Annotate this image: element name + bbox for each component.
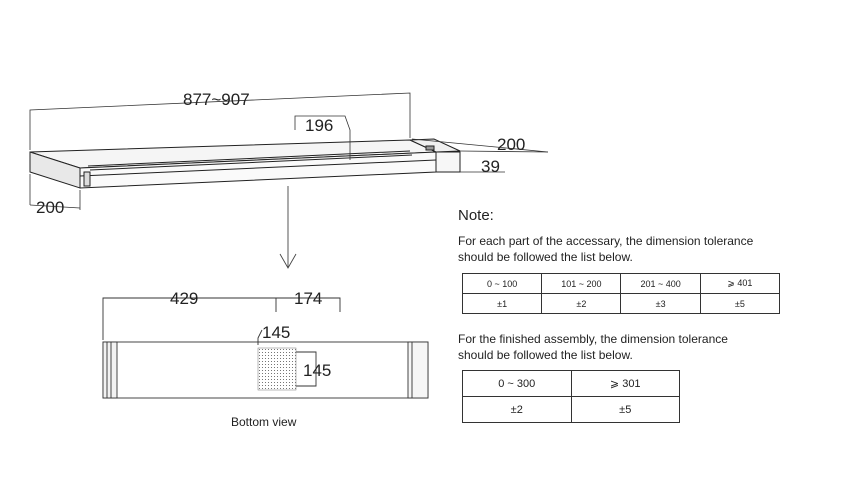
assembly-note-line-1: For the finished assembly, the dimension… [458, 332, 728, 346]
range-cell: 0 ~ 300 [462, 370, 572, 397]
dim-pad-w-label: 145 [262, 323, 290, 342]
accessory-note-line-2: should be followed the list below. [458, 250, 633, 264]
dim-depth-left-label: 200 [36, 198, 64, 217]
range-cell: ⩾ 401 [699, 273, 781, 294]
assembly-note-line-2: should be followed the list below. [458, 348, 633, 362]
arrow-down-icon [279, 186, 297, 269]
range-cell: 0 ~ 100 [461, 273, 543, 294]
tolerance-cell: ±5 [699, 293, 781, 314]
dim-pad-h-label: 145 [303, 361, 331, 380]
accessory-note-line-1: For each part of the accessary, the dime… [458, 234, 754, 248]
tolerance-cell: ±2 [541, 293, 622, 314]
range-cell: 101 ~ 200 [541, 273, 622, 294]
magnet-pad-area [257, 347, 297, 391]
note-title: Note: [458, 207, 494, 224]
tolerance-cell: ±2 [462, 396, 572, 423]
bottom-view-caption: Bottom view [231, 415, 297, 429]
dim-inner-label: 196 [305, 116, 333, 135]
range-cell: ⩾ 301 [570, 370, 680, 397]
dim-length-label: 877~907 [183, 90, 250, 109]
tolerance-cell: ±5 [570, 396, 680, 423]
table-row: ±2 ±5 [462, 396, 680, 423]
dim-height-label: 39 [481, 157, 500, 176]
product-isometric [29, 138, 461, 189]
table-row: ±1 ±2 ±3 ±5 [461, 293, 781, 314]
table-row: 0 ~ 100 101 ~ 200 201 ~ 400 ⩾ 401 [461, 273, 781, 294]
accessory-tolerance-table: 0 ~ 100 101 ~ 200 201 ~ 400 ⩾ 401 ±1 ±2 … [461, 273, 781, 314]
dim-b-label: 174 [294, 289, 322, 308]
tolerance-cell: ±1 [461, 293, 543, 314]
table-row: 0 ~ 300 ⩾ 301 [462, 370, 680, 397]
top-dimension-lines [29, 92, 549, 210]
assembly-tolerance-table: 0 ~ 300 ⩾ 301 ±2 ±5 [462, 370, 680, 423]
dim-depth-right-label: 200 [497, 135, 525, 154]
tolerance-cell: ±3 [620, 293, 701, 314]
range-cell: 201 ~ 400 [620, 273, 701, 294]
dim-a-label: 429 [170, 289, 198, 308]
